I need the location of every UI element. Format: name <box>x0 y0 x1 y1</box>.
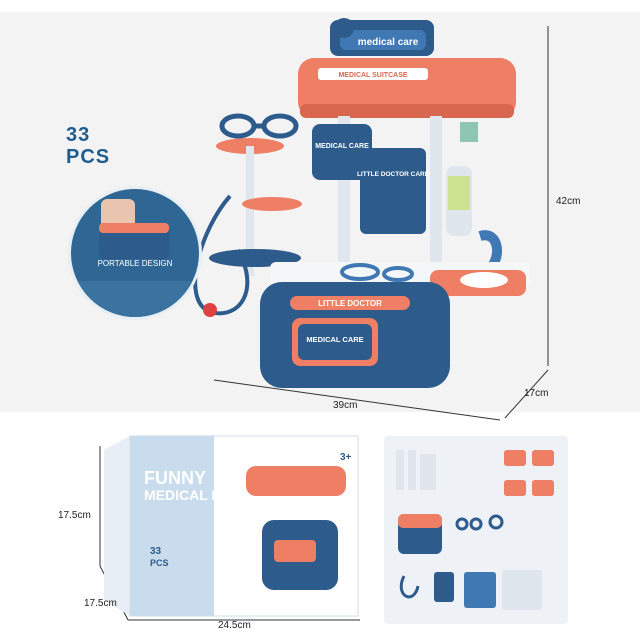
inset-caption: PORTABLE DESIGN <box>97 259 173 268</box>
parts-illustration <box>396 450 554 610</box>
package-pcs-count: 33 <box>150 546 162 557</box>
header-strip-text: MEDICAL SUITCASE <box>338 72 407 79</box>
dim-height: 42cm <box>556 196 581 207</box>
dimension-lines <box>99 26 549 621</box>
pieces-count-number: 33 <box>66 124 91 146</box>
package-title-line1: FUNNY <box>144 468 206 488</box>
package-box <box>104 435 359 617</box>
dim-box-width: 24.5cm <box>218 620 251 631</box>
dim-width: 39cm <box>333 400 358 411</box>
base-badge-text: LITTLE DOCTOR <box>318 299 382 308</box>
little-doctor-panel <box>360 148 426 234</box>
sign-text: medical care <box>358 37 419 48</box>
pieces-count-label: 33 PCS <box>66 124 136 168</box>
package-pcs-word: PCS <box>150 558 169 568</box>
dim-box-depth: 17.5cm <box>84 598 117 609</box>
panel-text-medical: MEDICAL CARE <box>315 143 369 150</box>
base-badge <box>290 296 410 310</box>
package-age: 3+ <box>340 452 352 463</box>
medical-care-panel <box>312 124 372 180</box>
package-title-line2: MEDICAL BOX <box>144 487 242 503</box>
panel-text-little-doctor: LITTLE DOCTOR CARE <box>357 171 430 178</box>
inset-illustration <box>71 199 199 317</box>
dim-box-height: 17.5cm <box>58 510 91 521</box>
glasses-toy <box>219 113 299 139</box>
portable-design-inset: PORTABLE DESIGN <box>68 186 202 320</box>
parts-layout-panel <box>384 436 568 624</box>
drawer-text: MEDICAL CARE <box>306 335 363 344</box>
pieces-count-word: PCS <box>66 146 111 168</box>
dim-depth: 17cm <box>524 388 549 399</box>
